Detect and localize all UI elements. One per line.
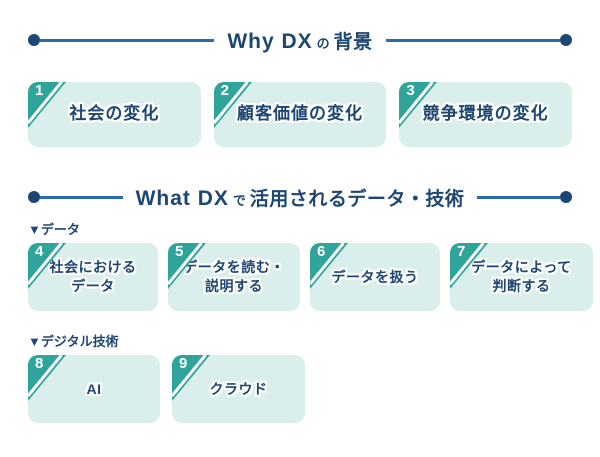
card-4: 4 社会における データ [28,243,158,311]
card-1: 1 社会の変化 [28,82,201,147]
card-label: クラウド [209,380,268,397]
line-dot-left-icon [28,34,40,46]
title-main: 背景 [333,31,373,53]
card-number-badge: 1 [35,82,44,99]
title-latin: What DX [135,186,229,210]
group-label-data: ▼データ [28,222,80,237]
line-dot-left-icon [28,191,40,203]
section-header-why-dx: Why DX の 背景 [28,27,572,53]
card-label: AI [86,380,102,397]
card-label: 競争環境の変化 [422,104,549,124]
card-8: 8 AI [28,355,160,423]
card-label: データによって 判断する [471,259,572,294]
divider-line [477,195,561,199]
card-number-badge: 4 [35,243,44,260]
section-header-what-dx: What DX で 活用されるデータ・技術 [28,184,573,211]
card-number-badge: 8 [35,355,44,372]
line-dot-right-icon [560,191,573,203]
card-5: 5 データを読む・ 説明する [168,243,300,311]
section-title-why-dx: Why DX の 背景 [227,27,372,54]
card-label: 顧客価値の変化 [237,104,363,124]
card-number-badge: 7 [457,243,466,260]
title-particle: で [232,192,246,208]
title-latin: Why DX [227,29,313,53]
card-3: 3 競争環境の変化 [399,82,573,147]
divider-line [40,38,215,42]
card-label: 社会の変化 [69,104,160,124]
card-number-badge: 2 [220,82,230,99]
card-number-badge: 3 [406,82,415,99]
card-label: データを扱う [331,268,419,285]
card-7: 7 データによって 判断する [450,243,593,311]
card-number-badge: 5 [175,243,184,260]
section-title-what-dx: What DX で 活用されるデータ・技術 [136,184,465,211]
why-dx-card-row: 1 社会の変化 2 顧客価値の変化 3 競争環境の変化 [28,82,573,147]
card-2: 2 顧客価値の変化 [213,82,387,147]
card-number-badge: 6 [317,243,326,260]
card-number-badge: 9 [179,355,188,372]
data-card-row: 4 社会における データ 5 データを読む・ 説明する 6 データを扱う 7 デ… [28,243,593,311]
group-label-digital-tech: ▼デジタル技術 [28,334,119,349]
card-label: 社会における データ [49,259,137,294]
card-6: 6 データを扱う [310,243,440,311]
digital-tech-card-row: 8 AI 9 クラウド [28,355,305,423]
title-main: 活用されるデータ・技術 [249,188,465,210]
divider-line [385,38,560,42]
card-label: データを読む・ 説明する [183,259,285,294]
line-dot-right-icon [560,34,572,46]
card-9: 9 クラウド [172,355,305,423]
divider-line [40,195,123,199]
title-particle: の [316,35,330,51]
